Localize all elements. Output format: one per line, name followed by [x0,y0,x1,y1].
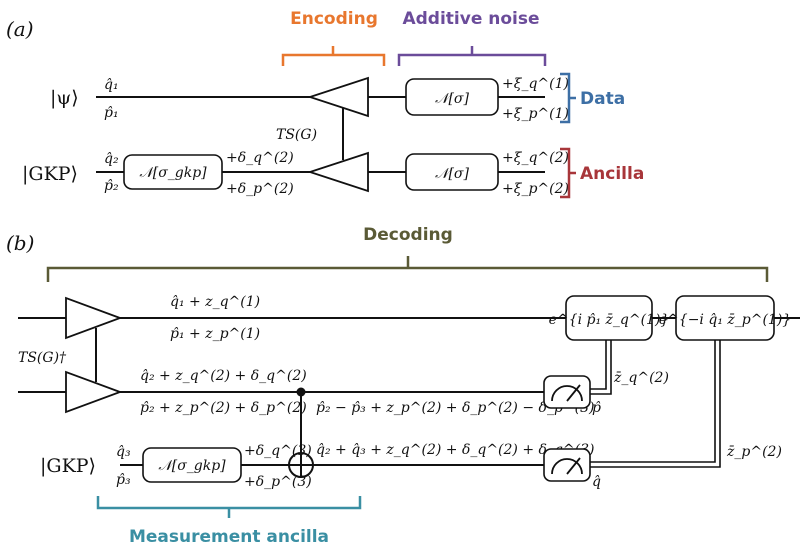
cnot-control-dot [296,387,306,397]
data-bracket [560,72,576,124]
panel-label-a: (a) [6,17,34,41]
correction-box-2 [675,295,775,341]
w2-q-label: q̂₂ + z_q^(2) + δ_q^(2) [140,368,307,384]
panel-label-b: (b) [6,231,34,255]
meas-q-label: q̂ [592,474,601,490]
data-header: Data [580,89,625,109]
ancilla-header: Ancilla [580,164,644,184]
delta-p3-label: +δ_p^(3) [244,474,312,490]
meas-p-label: p̂ [592,400,601,416]
ts-dagger-label: TS(G)† [18,350,67,366]
p1-label: p̂₁ [104,105,119,121]
delta-q3-label: +δ_q^(3) [244,443,312,459]
ts-label-a: TS(G) [276,127,317,143]
noise-gkp-box-b [142,447,242,483]
noise-gkp-text-a: 𝒩[σ_gkp] [139,165,207,181]
correction-box-1 [565,295,653,341]
measurement-ancilla-bracket [96,496,362,518]
noise-gkp-box-a [123,154,223,190]
w1-p-label: p̂₁ + z_p^(1) [170,326,260,342]
measurement-ancilla-header: Measurement ancilla [129,527,329,547]
additive-noise-header: Additive noise [402,9,539,29]
noise-text-ancilla: 𝒩[σ] [435,166,469,182]
w3-out-label: q̂₂ + q̂₃ + z_q^(2) + δ_q^(2) + δ_q^(3) [316,442,594,458]
p2-label: p̂₂ [104,178,119,194]
additive-noise-bracket [397,46,547,66]
noise-box-ancilla [405,153,499,191]
zbar-q2-label: z̄_q^(2) [613,370,669,386]
encoding-bracket [281,46,386,66]
ts-triangle-top-a [307,76,369,118]
ts-triangle-bottom-a [307,151,369,193]
xi-p2-label: +ξ_p^(2) [502,181,569,197]
gkp-state-a: |GKP⟩ [22,163,78,185]
correction-1-text: e^{i p̂₁ z̄_q^(1)} [549,312,670,328]
noise-box-data [405,78,499,116]
xi-q2-label: +ξ_q^(2) [502,150,569,166]
w2-out-label: p̂₂ − p̂₃ + z_p^(2) + δ_p^(2) − δ_p^(3) [316,400,594,416]
q2-label: q̂₂ [104,151,119,167]
psi-state: |ψ⟩ [50,87,79,109]
xi-q1-label: +ξ_q^(1) [502,76,569,92]
zbar-p2-label: z̄_p^(2) [726,444,782,460]
delta-p2-label: +δ_p^(2) [226,181,294,197]
meter-p [543,375,591,409]
classical-wire-p [590,340,612,395]
decoding-header: Decoding [363,225,453,245]
gkp-state-b: |GKP⟩ [40,455,96,477]
correction-2-text: e^{−i q̂₁ z̄_p^(1)} [659,312,791,328]
noise-gkp-text-b: 𝒩[σ_gkp] [158,458,226,474]
ts-dagger-triangle-top [65,296,123,340]
q3-label: q̂₃ [116,444,131,460]
ts-dagger-triangle-bottom [65,370,123,414]
noise-text-data: 𝒩[σ] [435,91,469,107]
w2-p-label: p̂₂ + z_p^(2) + δ_p^(2) [140,400,307,416]
q1-label: q̂₁ [104,77,119,93]
delta-q2-label: +δ_q^(2) [226,150,294,166]
encoding-header: Encoding [290,9,378,29]
decoding-bracket [46,256,769,282]
p3-label: p̂₃ [116,472,131,488]
meter-q [543,448,591,482]
w1-q-label: q̂₁ + z_q^(1) [170,294,260,310]
ancilla-bracket [560,147,576,199]
xi-p1-label: +ξ_p^(1) [502,106,569,122]
classical-wire-q [590,340,721,468]
